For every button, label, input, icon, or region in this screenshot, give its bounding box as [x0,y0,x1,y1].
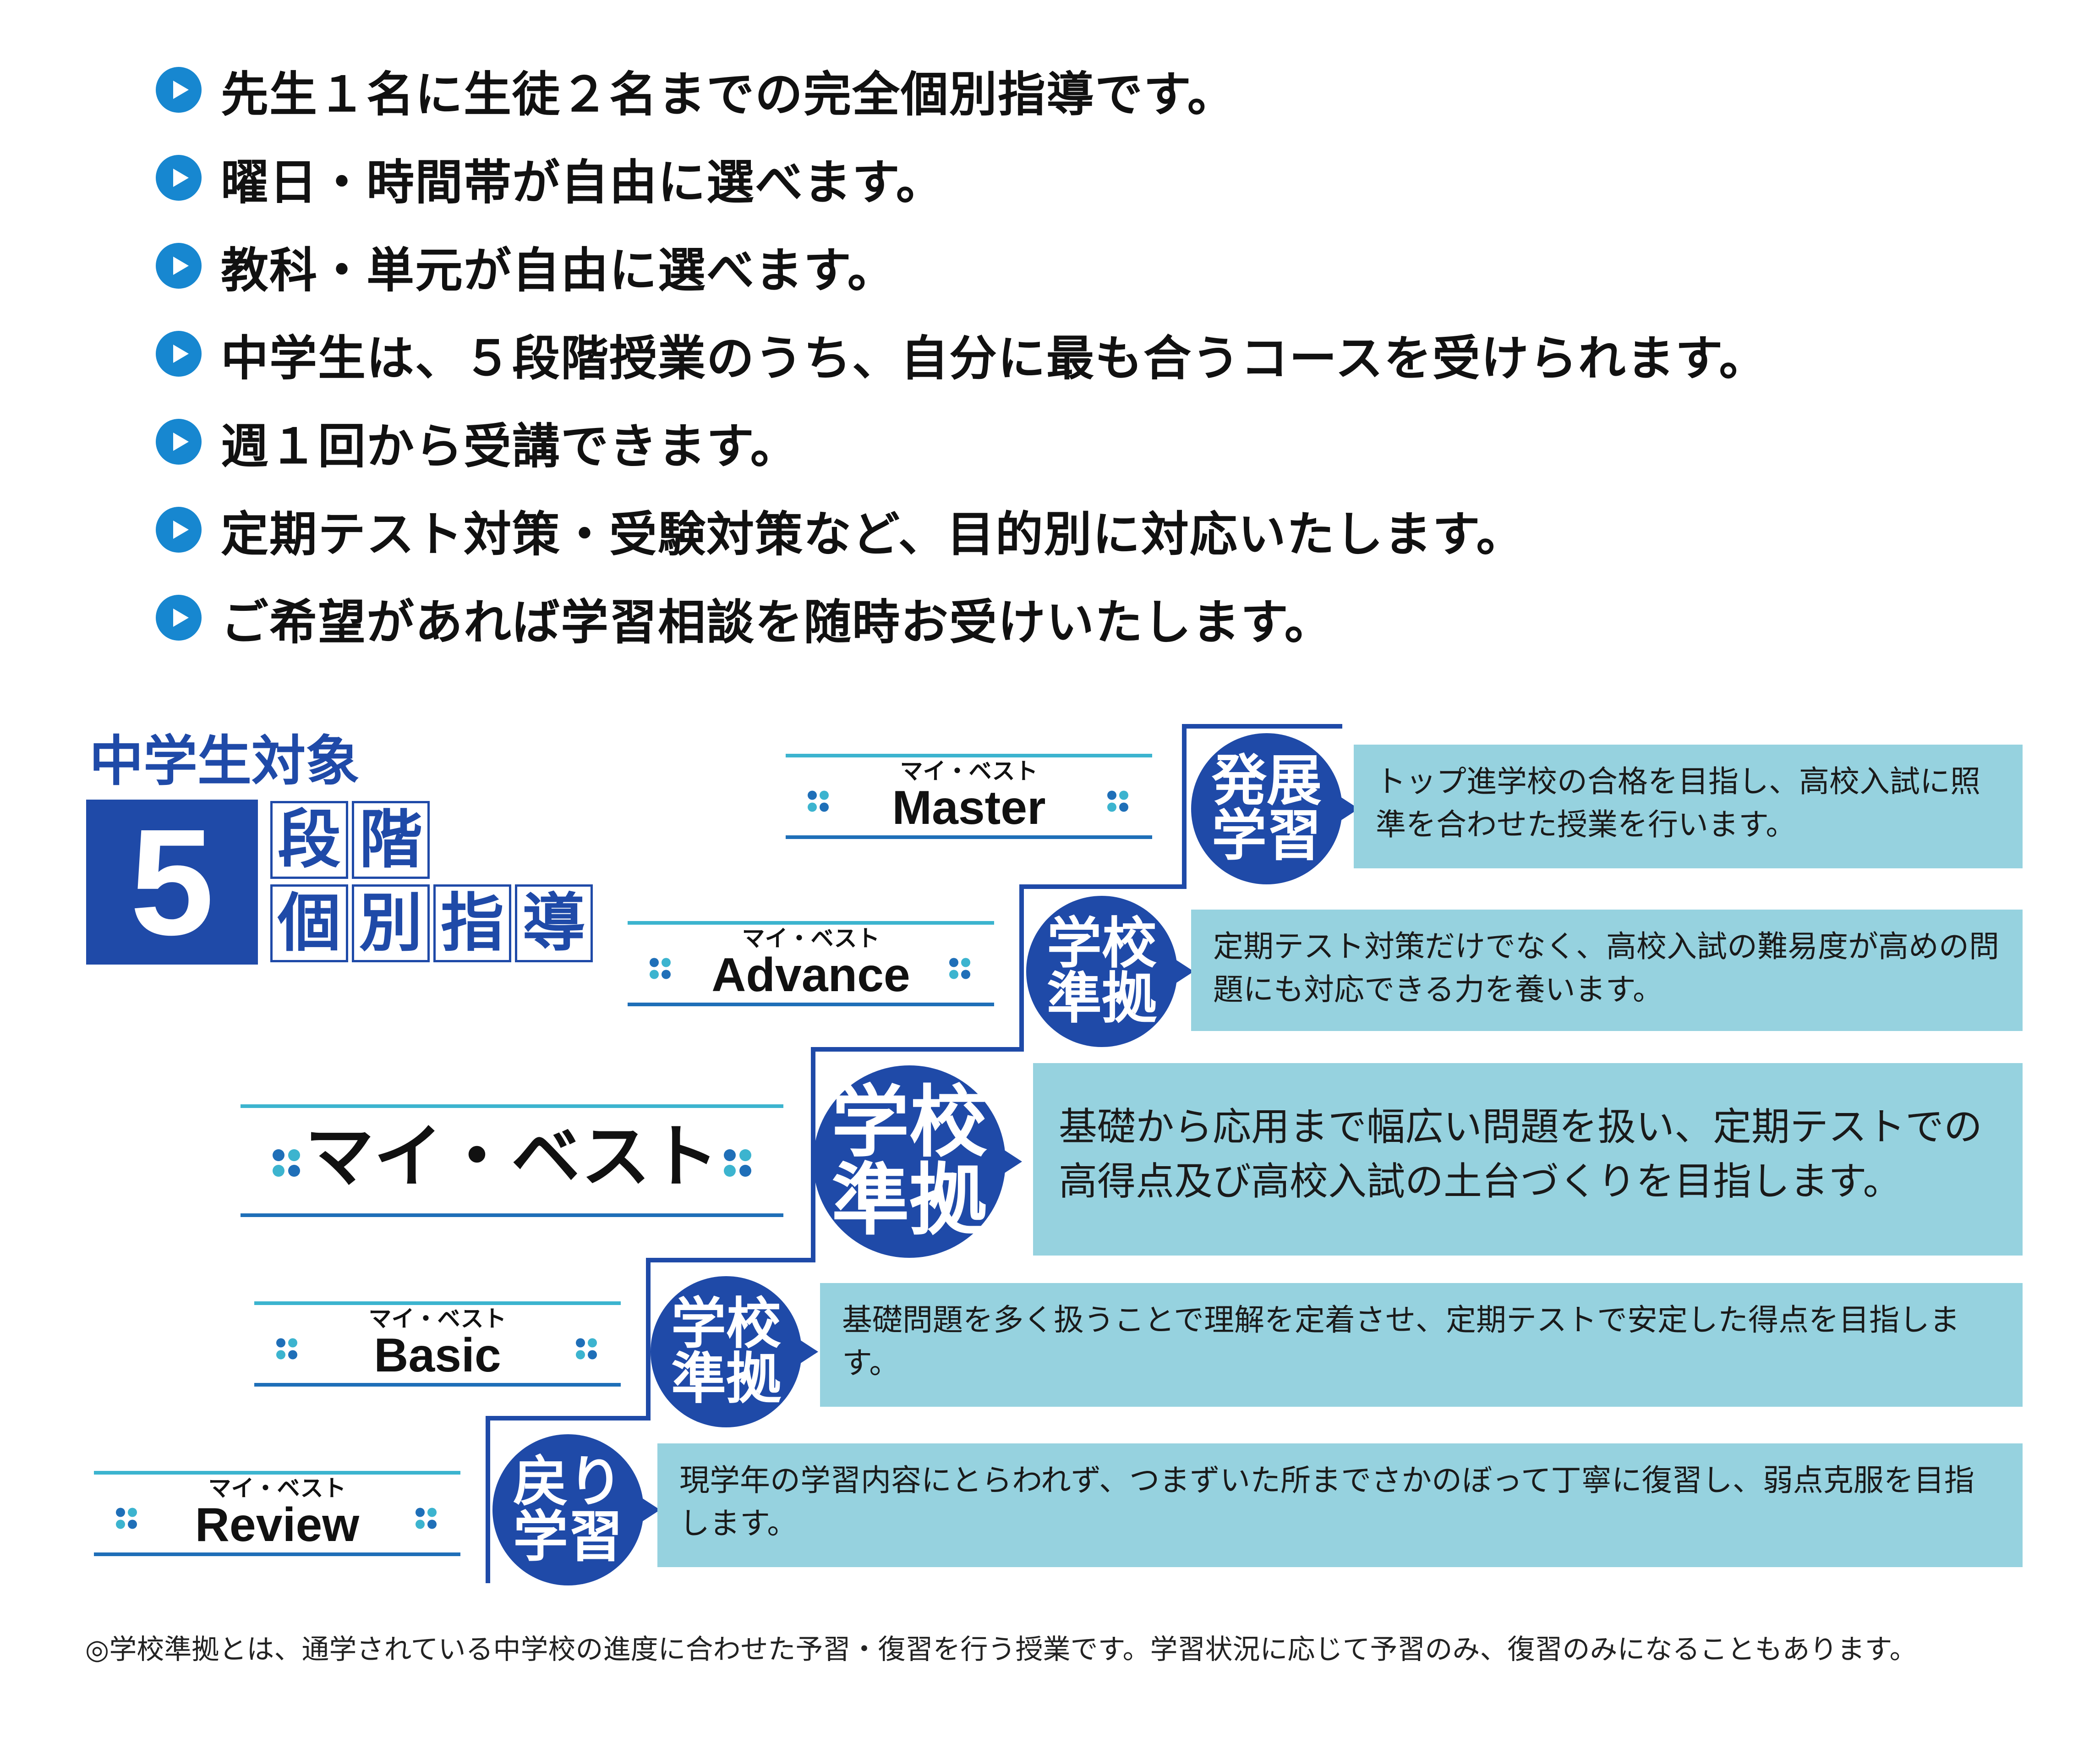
badge-review: 戻り 学習 [492,1434,660,1585]
dots-icon [949,958,972,981]
badge-bottom: 学習 [1212,804,1322,868]
title-char: 指 [433,884,511,962]
feature-item: 定期テスト対策・受験対策など、目的別に対応いたします。 [156,486,1767,574]
label-name: Advance [711,949,910,1002]
feature-text: 曜日・時間帯が自由に選べます。 [221,154,945,210]
feature-text: 週１回から受講できます。 [221,418,799,474]
badge-advance: 学校 準拠 [1026,896,1194,1047]
badge-mybest: 学校 準拠 [813,1065,1022,1258]
label-small: マイ・ベスト [368,1305,507,1332]
title-line-1: 段 階 [270,801,430,879]
desc-advance: 定期テスト対策だけでなく、高校入試の難易度が高めの問題にも対応できる力を養います… [1191,910,2023,1031]
badge-top: 発展 [1212,749,1322,813]
badge-top: 学校 [671,1292,781,1356]
staircase-line [486,724,1342,1583]
feature-text: 先生１名に生徒２名までの完全個別指導です。 [221,66,1236,122]
feature-item: ご希望があれば学習相談を随時お受けいたします。 [156,574,1767,662]
feature-text: ご希望があれば学習相談を随時お受けいたします。 [221,594,1333,650]
title-char: 導 [515,884,593,962]
title-char: 個 [270,884,348,962]
dots-icon [273,1149,300,1177]
level-label-advance: マイ・ベスト Advance [628,921,994,1006]
badge-top: 学校 [831,1077,987,1168]
label-small: マイ・ベスト [742,925,880,952]
feature-item: 曜日・時間帯が自由に選べます。 [156,134,1767,222]
badge-top: 戻り [513,1450,623,1514]
title-char: 階 [352,801,430,879]
feature-item: 中学生は、５段階授業のうち、自分に最も合うコースを受けられます。 [156,310,1767,398]
title-line-2: 個 別 指 導 [270,884,593,962]
badge-bottom: 準拠 [831,1155,987,1246]
feature-item: 教科・単元が自由に選べます。 [156,222,1767,310]
badge-bottom: 学習 [513,1505,623,1569]
dots-icon [416,1508,438,1531]
feature-item: 週１回から受講できます。 [156,398,1767,486]
five-number: 5 [86,800,258,965]
badge-basic: 学校 準拠 [651,1276,818,1427]
target-subtitle: 中学生対象 [89,729,360,793]
dots-icon [576,1338,599,1361]
play-bullet-icon [156,331,202,377]
label-name: マイ・ベスト [305,1117,719,1197]
label-name: Review [195,1498,360,1552]
play-bullet-icon [156,155,202,201]
dots-icon [1107,790,1130,814]
footnote: ◎学校準拠とは、通学されている中学校の進度に合わせた予習・復習を行う授業です。学… [85,1634,1917,1666]
level-label-mybest: マイ・ベスト [241,1104,783,1217]
play-bullet-icon [156,507,202,553]
feature-list: 先生１名に生徒２名までの完全個別指導です。 曜日・時間帯が自由に選べます。 教科… [156,46,1767,662]
label-name: Basic [374,1329,501,1382]
dots-icon [276,1338,299,1361]
dots-icon [808,790,831,814]
label-small: マイ・ベスト [208,1475,346,1502]
desc-review: 現学年の学習内容にとらわれず、つまずいた所までさかのぼって丁寧に復習し、弱点克服… [657,1443,2023,1567]
badge-bottom: 準拠 [671,1347,781,1411]
dots-icon [116,1508,139,1531]
dots-icon [650,958,673,981]
title-char: 段 [270,801,348,879]
label-small: マイ・ベスト [900,758,1038,784]
play-bullet-icon [156,243,202,289]
play-bullet-icon [156,67,202,113]
feature-item: 先生１名に生徒２名までの完全個別指導です。 [156,46,1767,134]
badge-top: 学校 [1047,912,1157,976]
feature-text: 教科・単元が自由に選べます。 [221,242,896,298]
badge-bottom: 準拠 [1047,967,1157,1031]
feature-text: 中学生は、５段階授業のうち、自分に最も合うコースを受けられます。 [221,330,1768,386]
level-label-review: マイ・ベスト Review [94,1471,460,1556]
title-char: 別 [352,884,430,962]
desc-mybest: 基礎から応用まで幅広い問題を扱い、定期テストでの高得点及び高校入試の土台づくりを… [1033,1063,2023,1256]
desc-basic: 基礎問題を多く扱うことで理解を定着させ、定期テストで安定した得点を目指します。 [820,1283,2023,1407]
level-label-master: マイ・ベスト Master [786,754,1152,839]
level-label-basic: マイ・ベスト Basic [254,1301,621,1387]
desc-master: トップ進学校の合格を目指し、高校入試に照準を合わせた授業を行います。 [1354,745,2023,868]
badge-master: 発展 学習 [1191,733,1359,884]
feature-text: 定期テスト対策・受験対策など、目的別に対応いたします。 [221,506,1525,562]
play-bullet-icon [156,595,202,641]
label-name: Master [892,781,1046,834]
dots-icon [724,1149,751,1177]
play-bullet-icon [156,419,202,465]
